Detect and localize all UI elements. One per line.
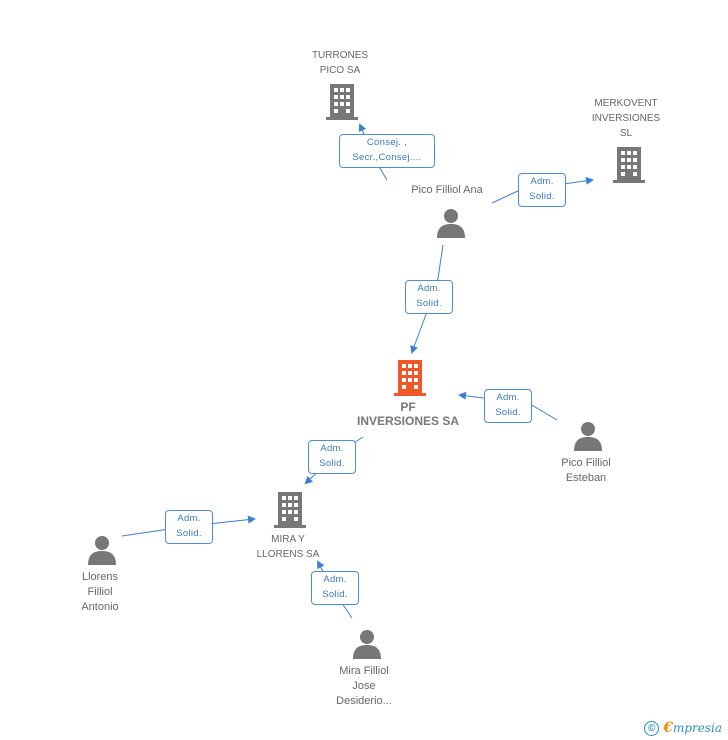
empresia-logo: ©€mpresia — [644, 720, 722, 736]
mira-jose-label[interactable]: Mira Filliol Jose Desiderio... — [336, 665, 392, 707]
pf-inversiones-building-icon[interactable] — [394, 360, 426, 396]
relation-antonio-mira[interactable]: Adm. Solid. — [165, 510, 213, 544]
turrones-building-icon[interactable] — [326, 84, 358, 120]
merkovent-label[interactable]: MERKOVENT INVERSIONES SL — [591, 98, 661, 139]
relation-esteban-pf[interactable]: Adm. Solid. — [484, 389, 532, 423]
pf-inversiones-label[interactable]: PF INVERSIONES SA — [356, 400, 460, 428]
mira-llorens-building-icon[interactable] — [274, 492, 306, 528]
pico-ana-person-icon[interactable] — [436, 208, 466, 238]
mira-jose-person-icon[interactable] — [352, 629, 382, 659]
copyright-icon: © — [644, 721, 660, 736]
llorens-antonio-person-icon[interactable] — [87, 535, 117, 565]
relation-ana-pf[interactable]: Adm. Solid. — [405, 280, 453, 314]
relation-jose-mira[interactable]: Adm. Solid. — [311, 571, 359, 605]
pico-esteban-label[interactable]: Pico Filliol Esteban — [561, 457, 611, 484]
brand-name: mpresia — [672, 720, 722, 735]
turrones-label[interactable]: TURRONES PICO SA — [311, 50, 369, 76]
relation-ana-merkovent[interactable]: Adm. Solid. — [518, 173, 566, 207]
brand-e: € — [663, 719, 673, 736]
mira-llorens-label[interactable]: MIRA Y LLORENS SA — [256, 534, 320, 560]
relation-pf-mira[interactable]: Adm. Solid. — [308, 440, 356, 474]
llorens-antonio-label[interactable]: Llorens Filliol Antonio — [81, 571, 119, 613]
relation-ana-turrones[interactable]: Consej. , Secr.,Consej.... — [339, 134, 435, 168]
pico-esteban-person-icon[interactable] — [573, 421, 603, 451]
pico-ana-label[interactable]: Pico Filliol Ana — [411, 184, 483, 196]
merkovent-building-icon[interactable] — [613, 147, 645, 183]
